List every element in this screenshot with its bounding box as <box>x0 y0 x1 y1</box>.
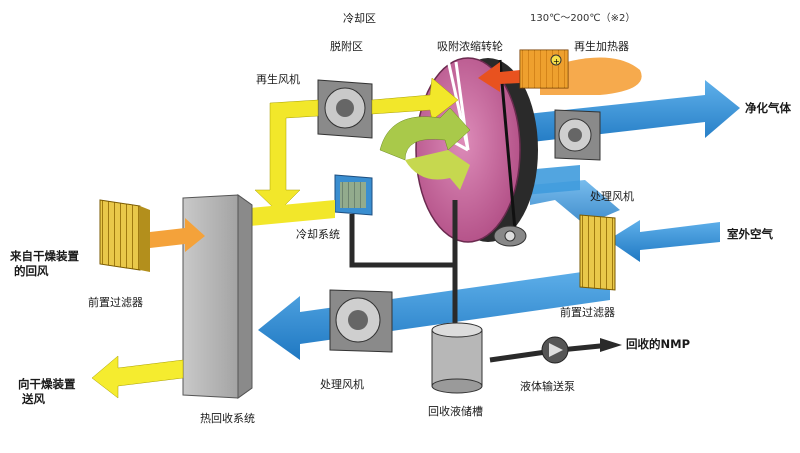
svg-text:+: + <box>553 57 560 66</box>
label-supply-1: 向干燥装置 <box>18 377 76 391</box>
outdoor-air-arrow <box>608 220 720 262</box>
clean-gas-arrow <box>470 80 740 148</box>
supply-air-arrow <box>91 355 184 399</box>
label-cooling-zone: 冷却区 <box>343 12 376 25</box>
right-prefilter <box>579 214 616 291</box>
label-regen-heater: 再生加热器 <box>574 40 629 53</box>
label-outdoor-air: 室外空气 <box>727 227 773 241</box>
label-prefilter-left: 前置过滤器 <box>88 296 143 309</box>
label-heat-recovery: 热回收系统 <box>200 412 255 425</box>
label-return-air-2: 的回风 <box>14 264 49 278</box>
label-desorption-zone: 脱附区 <box>330 40 363 53</box>
label-temperature: 130℃～200℃（※2） <box>530 13 636 24</box>
regen-air-duct <box>254 99 319 213</box>
label-return-air-1: 来自干燥装置 <box>10 249 79 263</box>
label-recovered-nmp: 回收的NMP <box>626 337 690 351</box>
regen-hot-arrow <box>478 62 540 92</box>
label-prefilter-right: 前置过滤器 <box>560 306 615 319</box>
regen-air-to-rotor <box>371 77 459 121</box>
condensate-pipe <box>349 214 458 330</box>
label-process-fan-right: 处理风机 <box>590 190 634 203</box>
cooling-zone-air <box>379 107 471 161</box>
return-air-arrow <box>150 218 205 252</box>
label-process-fan-bottom: 处理风机 <box>320 378 364 391</box>
label-regen-fan: 再生风机 <box>256 73 300 86</box>
supply-to-cooling <box>250 200 335 226</box>
label-storage-tank: 回收液储槽 <box>428 405 483 418</box>
label-cooling-system: 冷却系统 <box>296 228 340 241</box>
label-supply-2: 送风 <box>22 392 45 406</box>
label-pump: 液体输送泵 <box>520 380 575 393</box>
left-prefilter <box>99 199 141 271</box>
label-rotor: 吸附浓缩转轮 <box>437 40 503 53</box>
label-clean-gas: 净化气体 <box>745 101 791 115</box>
storage-tank-body <box>431 329 483 387</box>
